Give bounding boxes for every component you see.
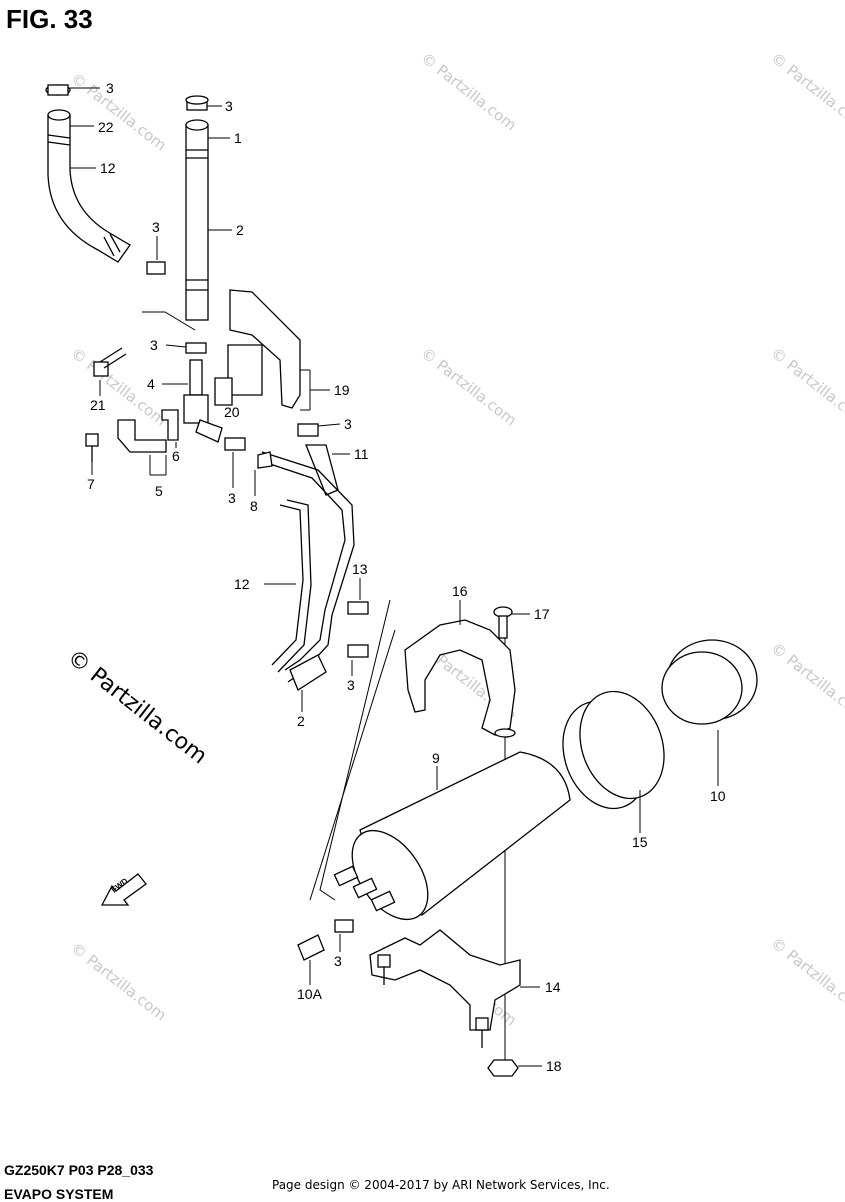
watermark: © Partzilla.com [68,69,170,154]
clip-6 [161,409,179,441]
watermark: © Partzilla.com [418,49,520,134]
callout-label: 19 [334,382,350,398]
hose-clamp-bottom [334,919,354,933]
callout-label: 7 [87,476,95,492]
callout-label: 2 [297,713,305,729]
callout-label: 3 [228,490,236,506]
canister-lower-bracket [369,929,521,1048]
hose-clamp-mid-left [146,261,166,275]
watermark: © Partzilla.com [68,939,170,1024]
fwd-arrow-icon: FWD [100,873,147,906]
callout-label: 3 [225,98,233,114]
figure-title: FIG. 33 [6,4,93,34]
callout-leaders [70,87,719,1067]
callout-label: 3 [150,337,158,353]
section-title: EVAPO SYSTEM [4,1186,114,1202]
hose-clamp-upper-right [297,423,319,437]
callout-label: 11 [354,446,369,462]
watermark: © Partzilla.com [768,934,845,1019]
callout-label: 12 [100,160,116,176]
canister-9 [333,751,571,921]
hose-clamp-upper-center [185,95,209,111]
callout-label: 13 [352,561,368,577]
hose-vertical-long [185,119,209,321]
callout-label: 17 [534,606,550,622]
watermark: © Partzilla.com [768,49,845,134]
callout-label: 20 [224,404,240,420]
callout-label: 3 [334,953,342,969]
hose-11 [305,444,339,496]
bolt-17 [493,606,513,639]
canister-upper-bracket [404,619,516,738]
callout-label: 5 [155,483,163,499]
bracket-5 [117,419,167,453]
callout-label: 12 [234,576,250,592]
callout-label: 18 [546,1058,562,1074]
callout-label: 4 [147,376,155,392]
valve-bracket [214,289,301,409]
callout-label: 15 [632,834,648,850]
bolt-21 [93,347,127,377]
valve-4 [183,359,223,443]
hose-routed [257,451,355,691]
callout-labels: 3 22 12 3 1 2 3 3 21 4 19 20 3 11 6 7 5 … [87,80,726,1074]
callout-label: 6 [172,448,180,464]
callout-label: 1 [234,130,242,146]
watermark: © Partzilla.com [768,344,845,429]
callout-label: 3 [106,80,114,96]
hose-clamp-mid-right [347,644,369,658]
hose-upper-left [47,109,131,263]
cover-10 [661,639,758,725]
callout-label: 3 [347,677,355,693]
bolt-7 [85,433,99,462]
callout-label: 10 [710,788,726,804]
watermark: © Partzilla.com [418,344,520,429]
model-code: GZ250K7 P03 P28_033 [4,1162,154,1178]
callout-label: 3 [152,219,160,235]
callout-label: 22 [98,119,114,135]
watermark: © Partzilla.com [768,639,845,724]
copyright-notice: Page design © 2004-2017 by ARI Network S… [272,1178,610,1192]
nut-18 [487,1059,519,1077]
callout-label: 3 [344,416,352,432]
callout-label: 21 [90,397,106,413]
callout-label: 10A [297,986,323,1002]
callout-label: 8 [250,498,258,514]
hose-clamp-top-left [45,84,71,96]
hose-clamp-valve-top [185,342,207,354]
callout-label: 9 [432,750,440,766]
hose-clamp-13 [347,601,369,615]
hose-clamp-lower-left [224,437,246,451]
ring-15 [562,690,665,810]
callout-label: 14 [545,979,561,995]
watermark-large: © Partzilla.com [62,645,211,769]
callout-label: 16 [452,583,468,599]
cap-10a [297,934,325,961]
callout-label: 2 [236,222,244,238]
